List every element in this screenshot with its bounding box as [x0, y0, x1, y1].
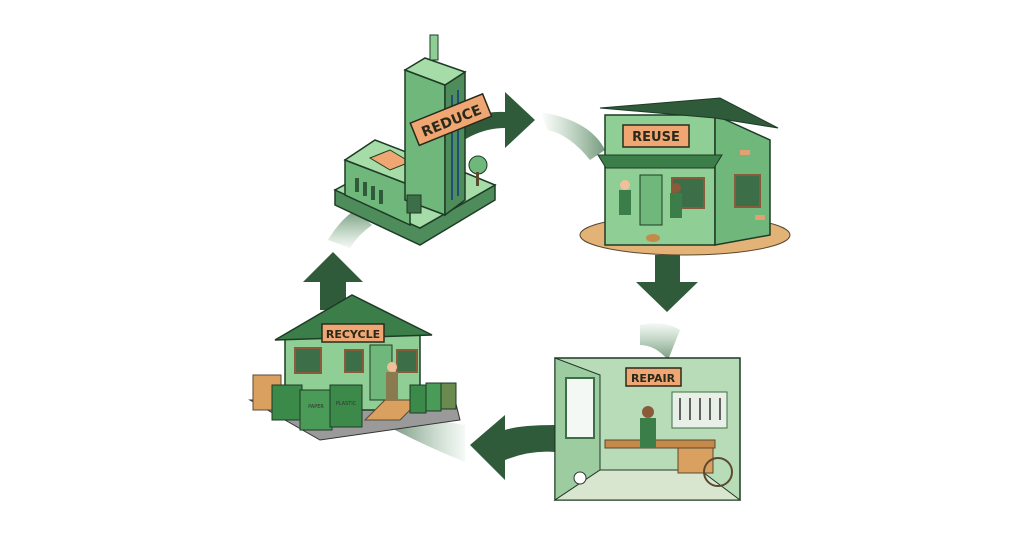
repair-sign: REPAIR	[625, 367, 682, 387]
reuse-shop	[579, 97, 791, 256]
bin-label-plastic: PLASTIC	[336, 401, 357, 407]
recycle-sign: RECYCLE	[321, 323, 385, 343]
recycle-label: RECYCLE	[326, 328, 380, 341]
reuse-sign: REUSE	[622, 124, 690, 148]
reduce-building	[333, 34, 497, 246]
arrow-recycle-to-reduce	[303, 210, 372, 310]
repair-workshop	[553, 357, 742, 501]
repair-label: REPAIR	[631, 372, 676, 385]
recycle-house: PAPER PLASTIC	[248, 294, 461, 441]
reuse-label: REUSE	[632, 130, 680, 145]
arrow-reuse-to-repair	[636, 255, 698, 360]
bin-label-paper: PAPER	[308, 404, 324, 410]
